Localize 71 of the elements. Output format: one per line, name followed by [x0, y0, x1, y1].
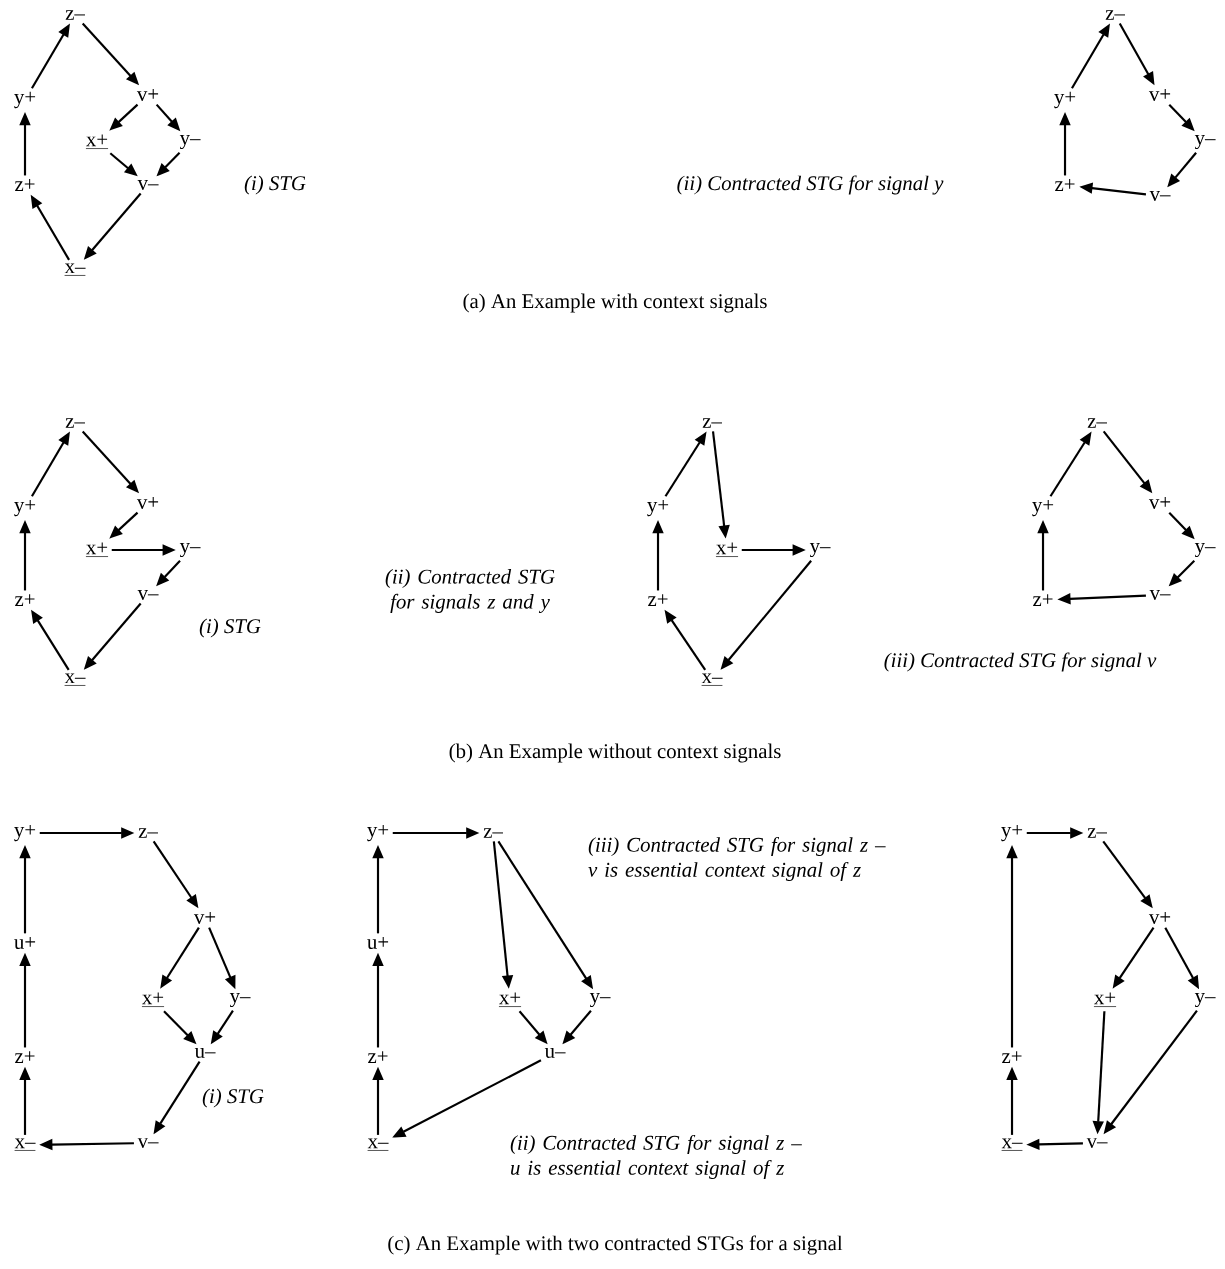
transition-label: x+ — [1093, 992, 1117, 1007]
transition-label: v– — [137, 590, 159, 600]
transition-label: x+ — [85, 542, 109, 557]
transition-label: x+ — [498, 992, 522, 1007]
transition-label: y– — [589, 993, 611, 1008]
transition-label: z+ — [15, 179, 35, 191]
transition-label: v+ — [1148, 497, 1171, 509]
graph-caption: (ii) Contracted STG for signal y — [677, 175, 944, 195]
transition-label: z– — [65, 418, 85, 428]
transition-label: v– — [1149, 191, 1171, 201]
transition-label: y– — [179, 542, 201, 558]
transition-label: v+ — [1148, 89, 1171, 101]
graph-caption: (i) STG — [202, 1088, 264, 1108]
transition-label: x– — [367, 1138, 389, 1151]
transition-label: x– — [1001, 1138, 1023, 1151]
figure-caption: (b) An Example without context signals — [449, 743, 781, 763]
transition-label: v– — [1149, 590, 1171, 600]
transition-label: x– — [64, 673, 86, 686]
transition-label: z+ — [1055, 179, 1075, 191]
transition-label: x– — [14, 1138, 36, 1151]
transition-label: z– — [138, 828, 158, 838]
transition-label: z+ — [648, 594, 668, 606]
transition-label: v– — [1086, 1138, 1108, 1148]
transition-label: y+ — [14, 499, 36, 517]
transition-label: z+ — [1002, 1051, 1022, 1063]
graph-caption: (iii) Contracted STG for signal v — [884, 652, 1157, 672]
graph-caption: (ii) Contracted STG for signal z – u is essential context signal of z — [510, 1134, 802, 1180]
transition-label: z– — [1087, 418, 1107, 428]
transition-label: x+ — [141, 992, 165, 1007]
transition-label: v+ — [1148, 912, 1171, 924]
transition-label: v– — [137, 180, 159, 190]
transition-label: y+ — [14, 91, 36, 109]
transition-label: v+ — [136, 89, 159, 101]
figure-caption: (c) An Example with two contracted STGs for a signal — [388, 1235, 843, 1255]
transition-label: y+ — [367, 824, 389, 842]
transition-label: v+ — [136, 497, 159, 509]
transition-label: x– — [701, 673, 723, 686]
transition-label: z– — [1105, 10, 1125, 20]
transition-label: y+ — [1001, 824, 1023, 842]
transition-label: z– — [483, 828, 503, 838]
transition-label: y– — [809, 542, 831, 558]
transition-label: y+ — [1032, 499, 1054, 517]
transition-label: v– — [137, 1138, 159, 1148]
graph-caption: (iii) Contracted STG for signal z – v is essential context signal of z — [588, 836, 886, 882]
graph-caption: (i) STG — [244, 175, 306, 195]
transition-label: u– — [544, 1048, 566, 1058]
transition-label: x– — [64, 263, 86, 276]
transition-label: z+ — [1033, 594, 1053, 606]
transition-label: y– — [1194, 993, 1216, 1008]
transition-label: y+ — [647, 499, 669, 517]
transition-label: y– — [1194, 542, 1216, 558]
transition-label: y+ — [14, 824, 36, 842]
graph-caption: (i) STG — [199, 618, 261, 638]
transition-label: y+ — [1054, 91, 1076, 109]
transition-label: v+ — [193, 912, 216, 924]
transition-label: y– — [229, 993, 251, 1008]
figure-caption: (a) An Example with context signals — [463, 293, 767, 313]
transition-label: u+ — [14, 937, 36, 949]
transition-label: z+ — [15, 594, 35, 606]
transition-label: z– — [1087, 828, 1107, 838]
transition-label: x+ — [715, 542, 739, 557]
graph-caption: (ii) Contracted STG for signals z and y — [385, 569, 555, 613]
transition-label: y– — [1194, 134, 1216, 150]
transition-label: x+ — [85, 134, 109, 149]
transition-label: u– — [194, 1048, 216, 1058]
transition-label: y– — [179, 134, 201, 150]
transition-label: u+ — [367, 937, 389, 949]
transition-label: z– — [702, 418, 722, 428]
transition-label: z+ — [15, 1051, 35, 1063]
transition-label: z– — [65, 10, 85, 20]
transition-label: z+ — [368, 1051, 388, 1063]
